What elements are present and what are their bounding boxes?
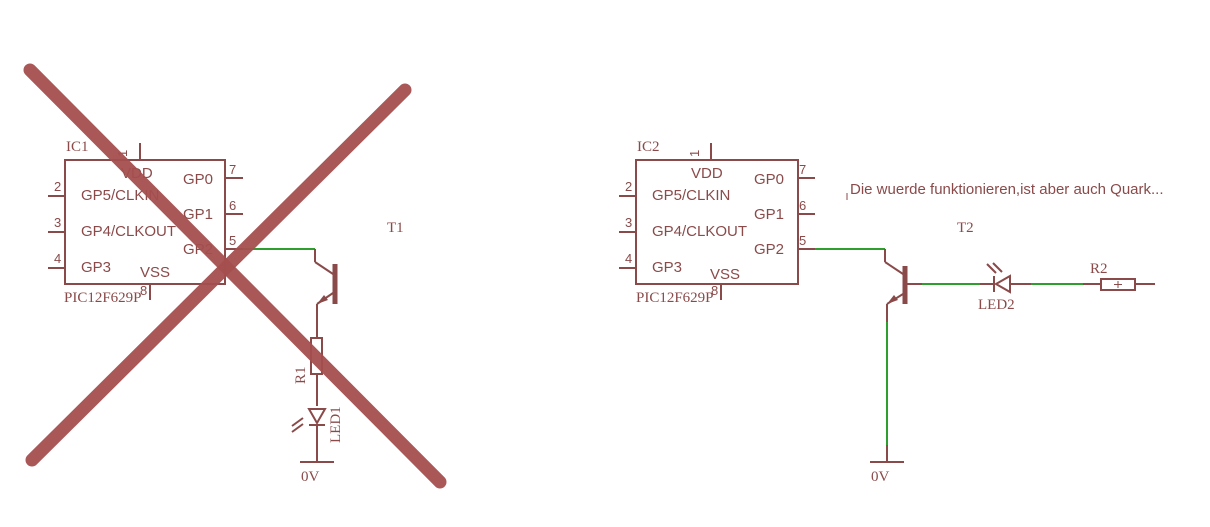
ic2-body xyxy=(635,159,799,285)
ic1-pin-num-2: 2 xyxy=(54,179,61,194)
r1-ref-label: R1 xyxy=(293,366,309,384)
ic2-label-gp1: GP1 xyxy=(754,206,784,223)
ic2-label-gp2: GP2 xyxy=(754,241,784,258)
led1 xyxy=(291,408,327,462)
ic1-body xyxy=(64,159,226,285)
ic1-pin-num-8: 8 xyxy=(140,283,147,298)
ic2-pin-num-4: 4 xyxy=(625,251,632,266)
cross-out-stroke-1 xyxy=(23,63,447,489)
ic1-label-gp4: GP4/CLKOUT xyxy=(81,223,176,240)
ic2-pin-num-1: 1 xyxy=(687,150,702,157)
ic2-label-gp0: GP0 xyxy=(754,171,784,188)
ic2-pin-num-5: 5 xyxy=(799,233,806,248)
ic1-label-gp1: GP1 xyxy=(183,206,213,223)
r2-ref-label: R2 xyxy=(1090,261,1108,277)
ic1-label-gp3: GP3 xyxy=(81,259,111,276)
ic2-label-vss: VSS xyxy=(710,266,740,283)
ic2-pin-num-7: 7 xyxy=(799,162,806,177)
ground-right-label: 0V xyxy=(871,469,890,485)
ic1-pin-num-3: 3 xyxy=(54,215,61,230)
ic2-pin-num-3: 3 xyxy=(625,215,632,230)
note-text: Die wuerde funktionieren,ist aber auch Q… xyxy=(850,181,1164,198)
ic1-ref-label: IC1 xyxy=(66,139,89,155)
ic2-pin-num-8: 8 xyxy=(711,283,718,298)
ic1-pin-num-7: 7 xyxy=(229,162,236,177)
ic1-label-gp0: GP0 xyxy=(183,171,213,188)
ic1-pin-num-6: 6 xyxy=(229,198,236,213)
ic2-pin-num-6: 6 xyxy=(799,198,806,213)
ground-left-label: 0V xyxy=(301,469,320,485)
left-circuit: IC1 PIC12F629P 1 VDD 8 VSS 2 GP5/CLKIN 3… xyxy=(23,63,447,489)
ic1-part-label: PIC12F629P xyxy=(64,290,142,306)
cross-out-stroke-2 xyxy=(25,83,412,467)
right-circuit: IC2 PIC12F629P 1 VDD 8 VSS 2 GP5/CLKIN 3… xyxy=(619,139,1164,485)
transistor-t2 xyxy=(884,249,922,322)
t1-ref-label: T1 xyxy=(387,220,404,236)
t2-ref-label: T2 xyxy=(957,220,974,236)
ic1-pin-num-5: 5 xyxy=(229,233,236,248)
led1-ref-label: LED1 xyxy=(328,406,344,443)
led2 xyxy=(980,262,1031,294)
ic1-pin-num-4: 4 xyxy=(54,251,61,266)
ic2-ref-label: IC2 xyxy=(637,139,660,155)
led2-ref-label: LED2 xyxy=(978,297,1015,313)
ic1-pin-num-1: 1 xyxy=(115,150,130,157)
ic2-pin-num-2: 2 xyxy=(625,179,632,194)
ic2-label-vdd: VDD xyxy=(691,165,723,182)
ic2-part-label: PIC12F629P xyxy=(636,290,714,306)
ic1-label-vss: VSS xyxy=(140,264,170,281)
ic2-label-gp4: GP4/CLKOUT xyxy=(652,223,747,240)
transistor-t1 xyxy=(314,249,338,337)
ic2-label-gp5: GP5/CLKIN xyxy=(652,187,730,204)
ic1-label-gp5: GP5/CLKIN xyxy=(81,187,159,204)
ic2-label-gp3: GP3 xyxy=(652,259,682,276)
